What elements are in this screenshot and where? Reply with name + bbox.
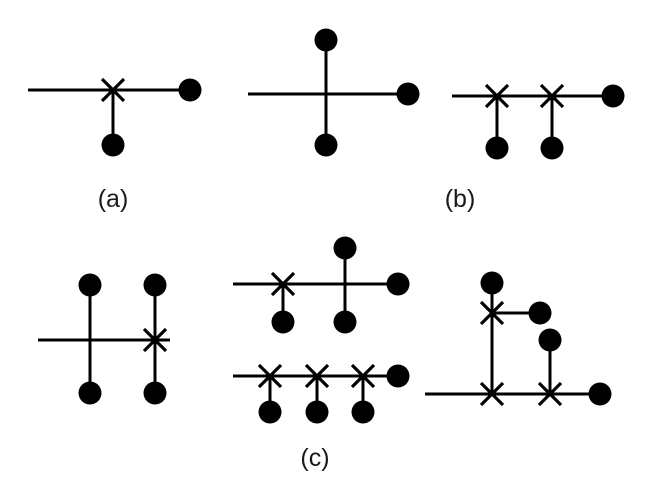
pendant-node-1 [271, 310, 295, 334]
crossing-marker-1 [142, 327, 168, 353]
node-mid-right [538, 328, 562, 352]
node-below [314, 133, 338, 157]
terminal-node-right [396, 82, 420, 106]
crossing-marker-3-stroke-b [350, 363, 376, 389]
terminal-node-right [386, 272, 410, 296]
pendant-node-below [101, 133, 125, 157]
node-top-left [78, 273, 102, 297]
crossing-marker-1 [270, 271, 296, 297]
panel-b-diagram-left [248, 28, 420, 157]
crossing-marker-base-right-stroke-b [537, 381, 563, 407]
node-above [314, 28, 338, 52]
terminal-node-right [588, 382, 612, 406]
pendant-node-1 [485, 136, 509, 160]
crossing-marker-1 [100, 77, 126, 103]
pendant-node-2 [540, 136, 564, 160]
terminal-node-right [601, 84, 625, 108]
crossing-marker-2-stroke-b [539, 83, 565, 109]
node-branch-right [528, 301, 552, 325]
panel-c-diagram-middle-bottom [233, 363, 410, 424]
crossing-marker-2 [539, 83, 565, 109]
crossing-marker-3 [350, 363, 376, 389]
pendant-node-2 [305, 400, 329, 424]
crossing-marker-1-stroke-b [100, 77, 126, 103]
crossing-marker-base-left-stroke-b [479, 381, 505, 407]
node-top [480, 271, 504, 295]
crossing-marker-1 [257, 363, 283, 389]
pendant-node-3 [351, 400, 375, 424]
node-below-2 [333, 310, 357, 334]
crossing-marker-2 [304, 363, 330, 389]
panel-b-diagram-right [452, 83, 625, 160]
crossing-marker-1-stroke-b [257, 363, 283, 389]
panel-c-diagram-left [38, 273, 170, 405]
panel-caption-c: (c) [300, 444, 329, 472]
node-above-2 [333, 236, 357, 260]
node-bottom-left [78, 381, 102, 405]
subfigure-layer [28, 28, 625, 424]
node-bottom-right [143, 381, 167, 405]
panel-c-diagram-middle-top [233, 236, 410, 334]
crossing-marker-1-stroke-b [270, 271, 296, 297]
caption-layer: (a) (b) (c) [98, 185, 476, 472]
panel-caption-b: (b) [445, 185, 476, 213]
pendant-node-1 [258, 400, 282, 424]
node-top-right [143, 273, 167, 297]
panel-caption-a: (a) [98, 185, 129, 213]
crossing-marker-base-left [479, 381, 505, 407]
crossing-marker-base-right [537, 381, 563, 407]
crossing-marker-2-stroke-b [304, 363, 330, 389]
crossing-marker-1 [484, 83, 510, 109]
panel-c-diagram-right [425, 271, 612, 407]
crossing-marker-upper [479, 300, 505, 326]
terminal-node-right [386, 364, 410, 388]
crossing-marker-1-stroke-b [484, 83, 510, 109]
crossing-marker-1-stroke-b [142, 327, 168, 353]
panel-a-diagram [28, 77, 202, 157]
terminal-node-right [178, 78, 202, 102]
crossing-marker-upper-stroke-b [479, 300, 505, 326]
